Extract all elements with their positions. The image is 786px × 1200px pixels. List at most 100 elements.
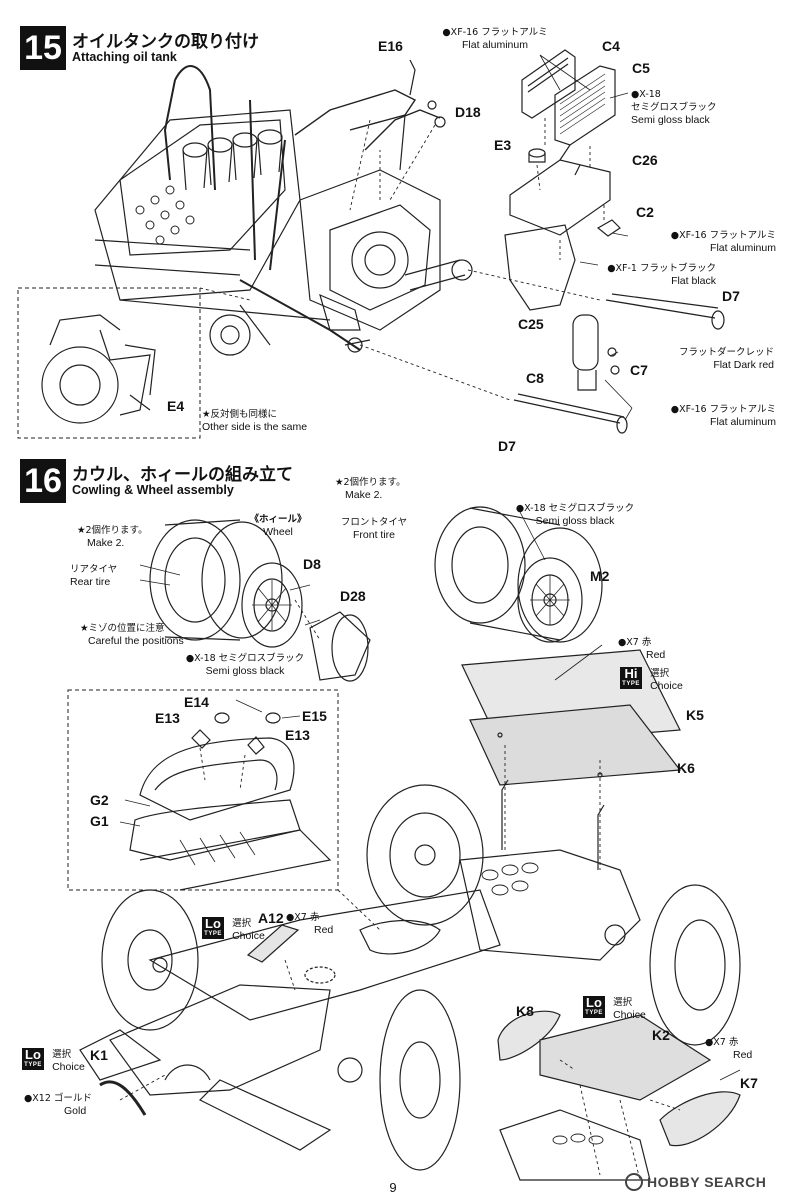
note-other-side-en: Other side is the same: [202, 421, 308, 433]
note-xf16-c7-en: Flat aluminum: [710, 416, 776, 428]
hi-choice-en: Choice: [650, 680, 683, 692]
part-label-c5: C5: [632, 60, 650, 76]
lo-choice-jp-k1: 選択: [52, 1049, 72, 1060]
note-x7-wing-en: Red: [646, 649, 666, 661]
part-label-k8: K8: [516, 1003, 534, 1019]
part-label-e13-right: E13: [285, 727, 310, 743]
note-x7-screen: ●X7 赤 Red: [286, 911, 356, 937]
page-number: 9: [389, 1180, 397, 1195]
note-x7-cover-jp: ●X7 赤: [705, 1037, 739, 1048]
brake-detail-drawing: [41, 314, 156, 424]
note-make2-front-jp: ★2個作ります。: [335, 477, 406, 488]
lo-choice-jp-screen: 選択: [232, 918, 252, 929]
step-16-title-jp: カウル、ホィールの組み立て: [72, 465, 293, 485]
note-xf1: ●XF-1 フラットブラック Flat black: [580, 262, 716, 288]
note-x7-cover-en: Red: [733, 1049, 753, 1061]
note-x7-wing-jp: ●X7 赤: [618, 637, 652, 648]
engine-assembly-drawing: [94, 59, 601, 401]
note-x7-screen-en: Red: [314, 924, 334, 936]
lo-choice-en-k1: Choice: [52, 1061, 85, 1073]
part-label-e14: E14: [184, 694, 209, 710]
note-rear-tire-en: Rear tire: [70, 576, 111, 588]
step-15-number: 15: [20, 26, 66, 70]
part-label-m2: M2: [590, 568, 610, 584]
note-x7-screen-jp: ●X7 赤: [286, 912, 320, 923]
note-wheel-en: Wheel: [263, 526, 293, 538]
note-wheel: 《ホィール》 Wheel: [238, 513, 318, 539]
part-label-c26: C26: [632, 152, 658, 168]
note-careful-positions: ★ミゾの位置に注意 Careful the positions: [80, 622, 220, 648]
note-xf1-en: Flat black: [671, 275, 716, 287]
step-15-title-en: Attaching oil tank: [72, 50, 177, 64]
note-xf16-top: ●XF-16 フラットアルミ Flat aluminum: [430, 26, 560, 52]
watermark-text: HOBBY SEARCH: [647, 1174, 767, 1190]
note-make2-rear: ★2個作ります。 Make 2.: [77, 524, 187, 550]
note-x7-wing: ●X7 赤 Red: [618, 636, 698, 662]
note-front-tire: フロントタイヤ Front tire: [334, 516, 414, 542]
note-x18-en: Semi gloss black: [631, 114, 710, 126]
part-label-k6: K6: [677, 760, 695, 776]
part-label-d8: D8: [303, 556, 321, 572]
part-label-e16: E16: [378, 38, 403, 54]
note-x18-front-jp: ●X-18 セミグロスブラック: [515, 503, 635, 514]
lo-type-badge-group-k1: Lo TYPE 選択 Choice: [22, 1048, 85, 1074]
note-xf16-c2-en: Flat aluminum: [710, 242, 776, 254]
rear-wheel-exploded-drawing: [149, 519, 371, 682]
part-label-g2: G2: [90, 792, 109, 808]
lo-type-badge-screen: Lo TYPE: [202, 917, 224, 939]
note-flat-dark-red: フラットダークレッド Flat Dark red: [618, 346, 774, 372]
lo-type-badge-cover: Lo TYPE: [583, 996, 605, 1018]
note-groove-en: Careful the positions: [88, 635, 184, 647]
note-x18-jp: セミグロスブラック: [631, 102, 717, 113]
lo-choice-en-screen: Choice: [232, 930, 265, 942]
detail-inset-frame: [17, 287, 201, 439]
note-xf1-jp: ●XF-1 フラットブラック: [607, 263, 716, 274]
lo-badge-text-k1: Lo: [25, 1047, 41, 1062]
lo-type-badge-k1: Lo TYPE: [22, 1048, 44, 1070]
part-label-a12: A12: [258, 910, 284, 926]
step-16-number: 16: [20, 459, 66, 503]
hobby-search-logo-icon: [625, 1173, 643, 1191]
front-wheel-exploded-drawing: [434, 506, 603, 643]
note-x18-front-en: Semi gloss black: [535, 515, 615, 527]
lo-badge-text-cover: Lo: [586, 995, 602, 1010]
part-label-d28: D28: [340, 588, 366, 604]
watermark: HOBBY SEARCH: [625, 1173, 766, 1191]
hi-choice-jp: 選択: [650, 668, 670, 679]
part-label-k7: K7: [740, 1075, 758, 1091]
note-xf16-top-jp: ●XF-16 フラットアルミ: [442, 27, 548, 38]
part-label-c25: C25: [518, 316, 544, 332]
note-wheel-jp: 《ホィール》: [249, 514, 307, 525]
lo-type-badge-group-screen: Lo TYPE 選択 Choice: [202, 917, 265, 943]
oil-cooler-plates-drawing: [504, 49, 725, 434]
part-label-k2: K2: [652, 1027, 670, 1043]
note-xf16-c7-jp: ●XF-16 フラットアルミ: [670, 404, 776, 415]
cowling-inset-frame: [67, 689, 339, 891]
note-xf16-top-en: Flat aluminum: [462, 39, 528, 51]
note-make2-front: ★2個作ります。 Make 2.: [335, 476, 455, 502]
hi-badge-type: TYPE: [622, 681, 640, 687]
note-make2-rear-jp: ★2個作ります。: [77, 525, 148, 536]
engine-cover-choice-drawing: [497, 1010, 741, 1181]
hi-type-badge: Hi TYPE: [620, 667, 642, 689]
lo-badge-type-screen: TYPE: [204, 931, 222, 937]
part-label-c8: C8: [526, 370, 544, 386]
part-label-e13-left: E13: [155, 710, 180, 726]
note-fdr-jp: フラットダークレッド: [678, 347, 774, 358]
hi-type-badge-group: Hi TYPE 選択 Choice: [620, 667, 683, 693]
part-label-e3: E3: [494, 137, 512, 153]
note-groove-jp: ★ミゾの位置に注意: [80, 623, 165, 634]
step-16-title-en: Cowling & Wheel assembly: [72, 483, 234, 497]
part-label-g1: G1: [90, 813, 109, 829]
note-xf16-c7: ●XF-16 フラットアルミ Flat aluminum: [630, 403, 776, 429]
note-front-tire-en: Front tire: [352, 529, 395, 541]
note-xf16-c2: ●XF-16 フラットアルミ Flat aluminum: [630, 229, 776, 255]
lo-badge-type-k1: TYPE: [24, 1062, 42, 1068]
note-x18-rear-jp: ●X-18 セミグロスブラック: [185, 653, 305, 664]
part-label-k5: K5: [686, 707, 704, 723]
part-label-d7-upper: D7: [722, 288, 740, 304]
lo-badge-text-screen: Lo: [205, 916, 221, 931]
note-x18-front-wheel: ●X-18 セミグロスブラック Semi gloss black: [505, 502, 645, 528]
part-label-c2: C2: [636, 204, 654, 220]
